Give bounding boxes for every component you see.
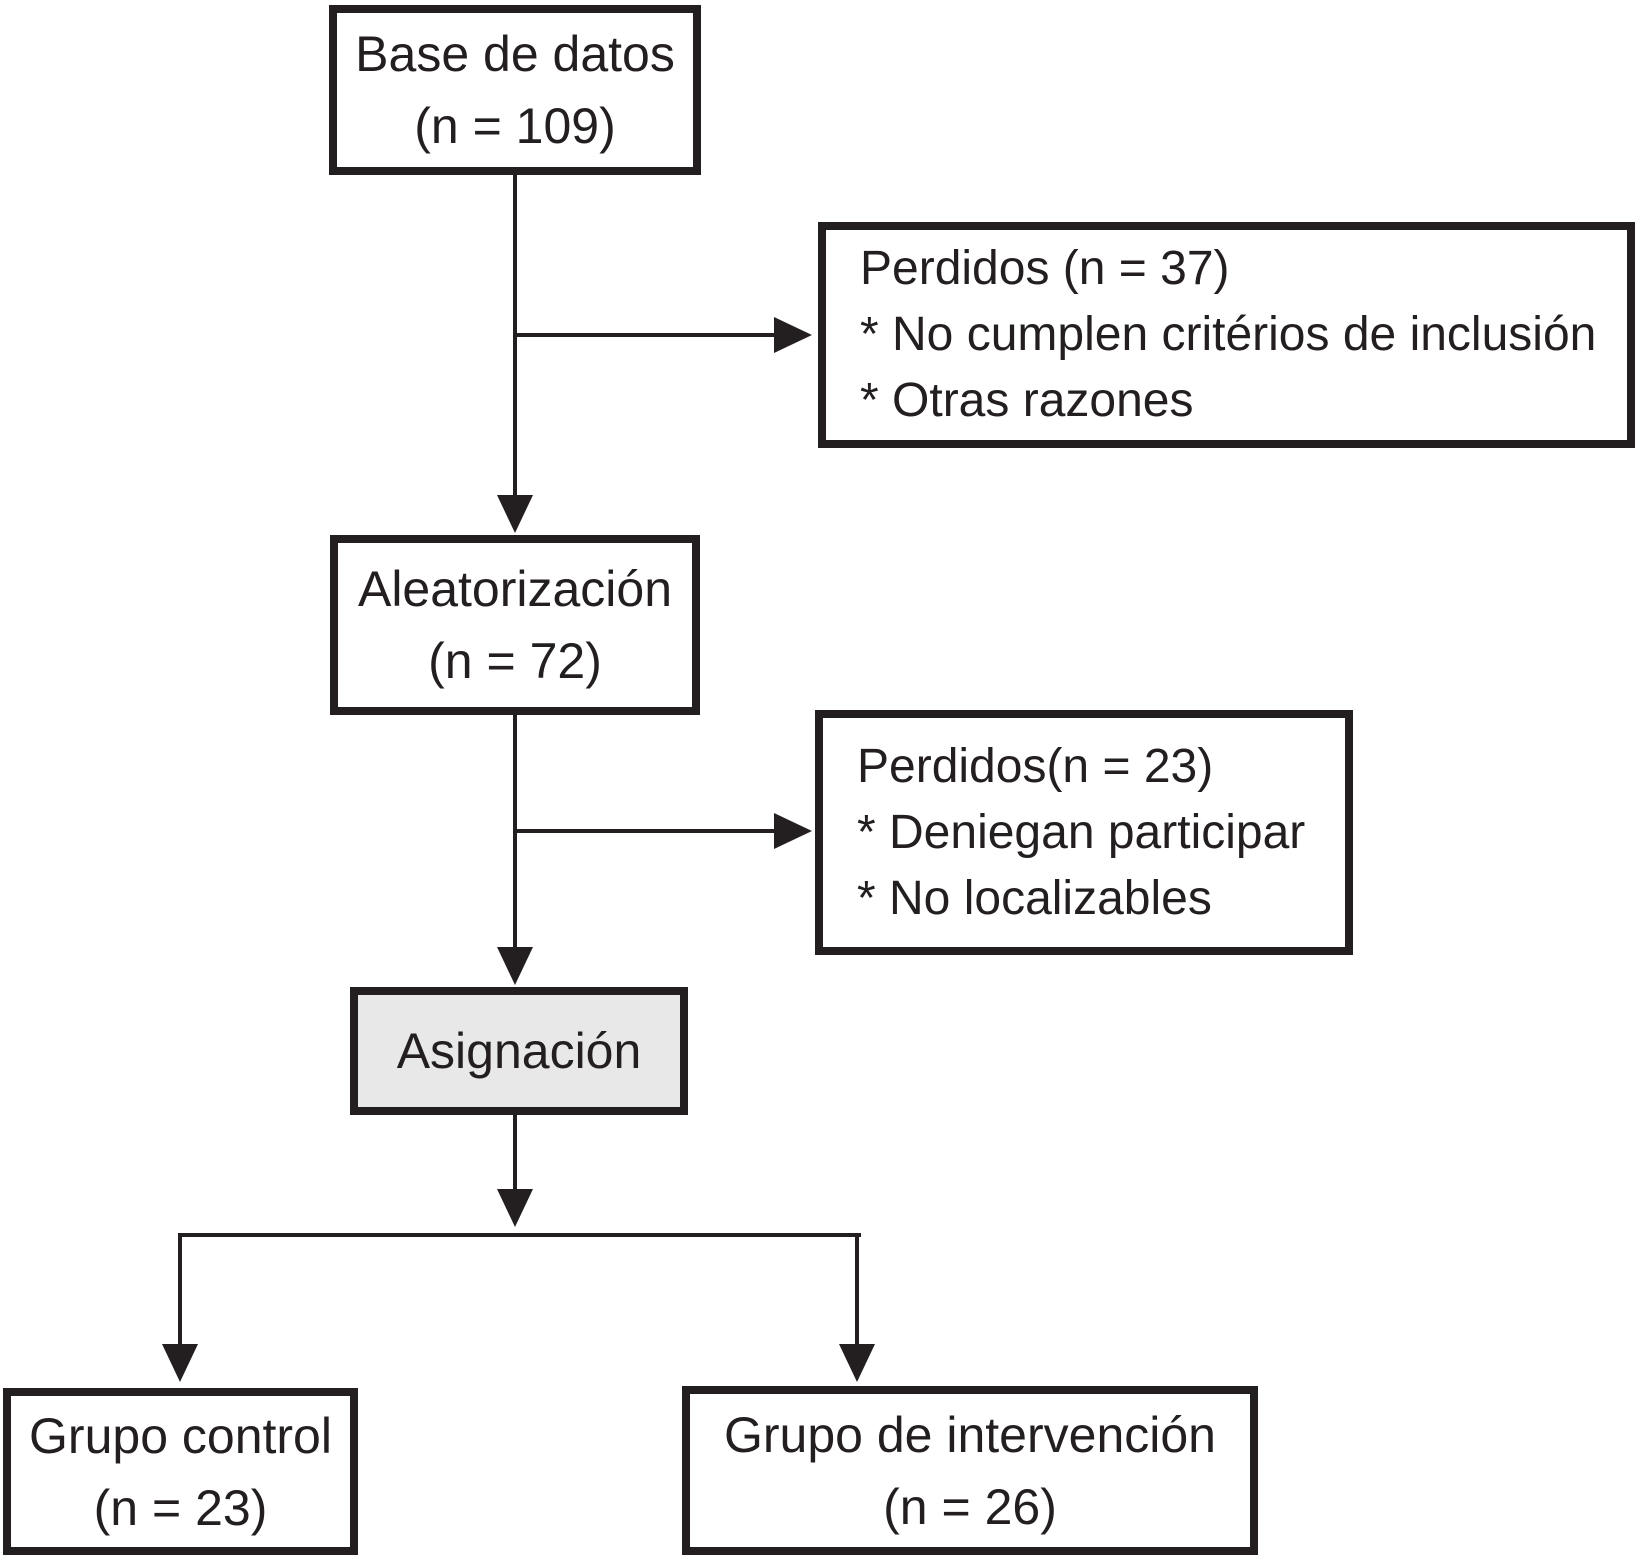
node-aleatorizacion-title: Aleatorización	[357, 561, 673, 617]
connector-branch-perdidos-37	[515, 333, 775, 337]
node-grupo-control-title: Grupo control	[29, 1407, 332, 1464]
arrowhead-down-icon	[497, 1189, 533, 1227]
node-perdidos-37: Perdidos (n = 37) * No cumplen critérios…	[818, 222, 1635, 448]
node-base-de-datos-count: (n = 109)	[414, 98, 616, 154]
node-perdidos-23: Perdidos(n = 23) * Deniegan participar *…	[815, 710, 1353, 955]
node-grupo-intervencion-title: Grupo de intervención	[724, 1406, 1216, 1463]
connector-split-to-control	[178, 1233, 182, 1345]
connector-split-to-intervencion	[855, 1233, 859, 1345]
node-aleatorizacion: Aleatorización (n = 72)	[330, 535, 700, 715]
node-perdidos-37-reason-1: * No cumplen critérios de inclusión	[860, 308, 1597, 361]
node-perdidos-37-reason-2: * Otras razones	[860, 374, 1194, 427]
connector-split-horizontal	[178, 1233, 861, 1237]
node-aleatorizacion-count: (n = 72)	[428, 633, 602, 689]
node-asignacion: Asignación	[350, 987, 688, 1115]
arrowhead-down-icon	[497, 495, 533, 533]
node-perdidos-23-title: Perdidos(n = 23)	[857, 739, 1214, 793]
node-base-de-datos: Base de datos (n = 109)	[329, 5, 701, 175]
arrowhead-down-icon	[497, 947, 533, 985]
arrowhead-down-icon	[839, 1344, 875, 1382]
node-grupo-control: Grupo control (n = 23)	[3, 1388, 358, 1555]
connector-base-to-aleatorizacion	[513, 175, 517, 499]
node-perdidos-37-title: Perdidos (n = 37)	[860, 242, 1230, 295]
node-perdidos-23-reason-2: * No localizables	[857, 871, 1212, 925]
node-grupo-intervencion: Grupo de intervención (n = 26)	[682, 1386, 1258, 1555]
connector-asignacion-to-split	[513, 1115, 517, 1193]
node-grupo-control-count: (n = 23)	[93, 1479, 268, 1536]
connector-branch-perdidos-23	[515, 829, 775, 833]
node-grupo-intervencion-count: (n = 26)	[883, 1478, 1057, 1535]
arrowhead-right-icon	[774, 813, 812, 849]
node-perdidos-23-reason-1: * Deniegan participar	[857, 805, 1306, 859]
arrowhead-right-icon	[774, 317, 812, 353]
connector-aleatorizacion-to-asignacion	[513, 715, 517, 951]
node-asignacion-title: Asignación	[396, 1023, 642, 1079]
node-base-de-datos-title: Base de datos	[355, 26, 675, 82]
arrowhead-down-icon	[162, 1344, 198, 1382]
